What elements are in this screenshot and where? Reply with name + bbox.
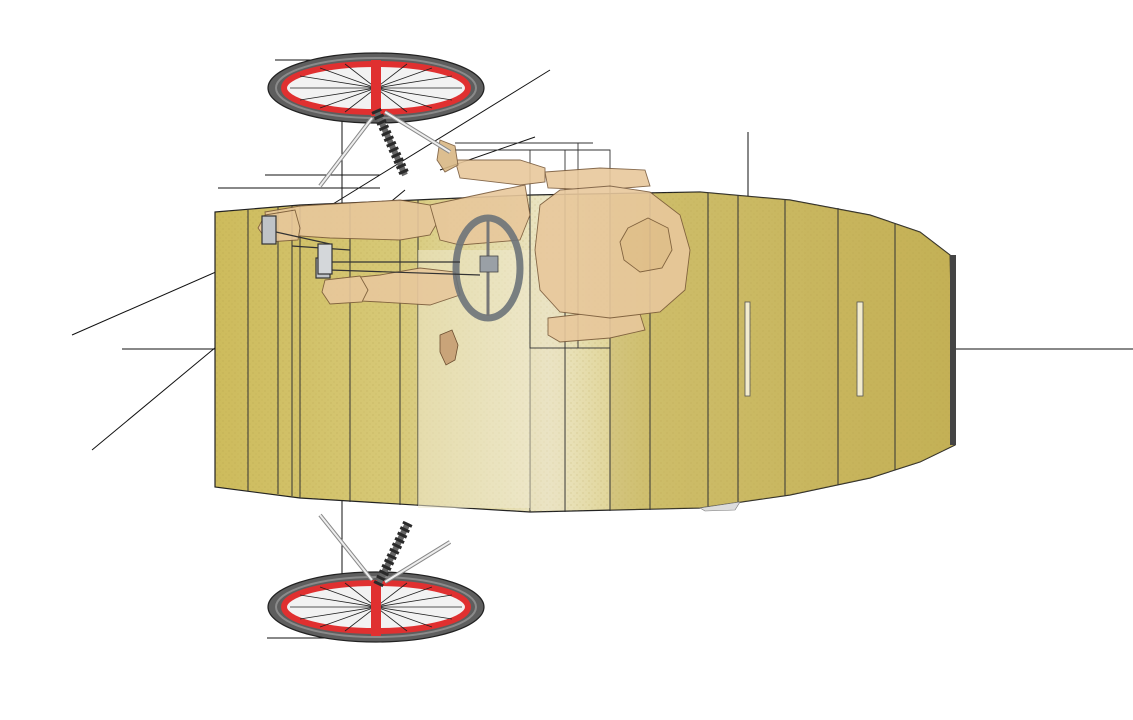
rider-figure [257, 139, 691, 343]
front-wheel-bottom [267, 513, 485, 643]
vent-slot [856, 301, 864, 397]
body-shell [214, 191, 956, 513]
shock-absorber-top [318, 107, 452, 188]
steering-wheel [452, 214, 524, 322]
shock-absorber-bottom [318, 513, 452, 588]
vent-slot [744, 301, 751, 397]
nose-cap [950, 255, 956, 445]
front-wheel-top [267, 52, 485, 188]
brake-part [439, 329, 459, 366]
pedal-crank [261, 215, 481, 279]
